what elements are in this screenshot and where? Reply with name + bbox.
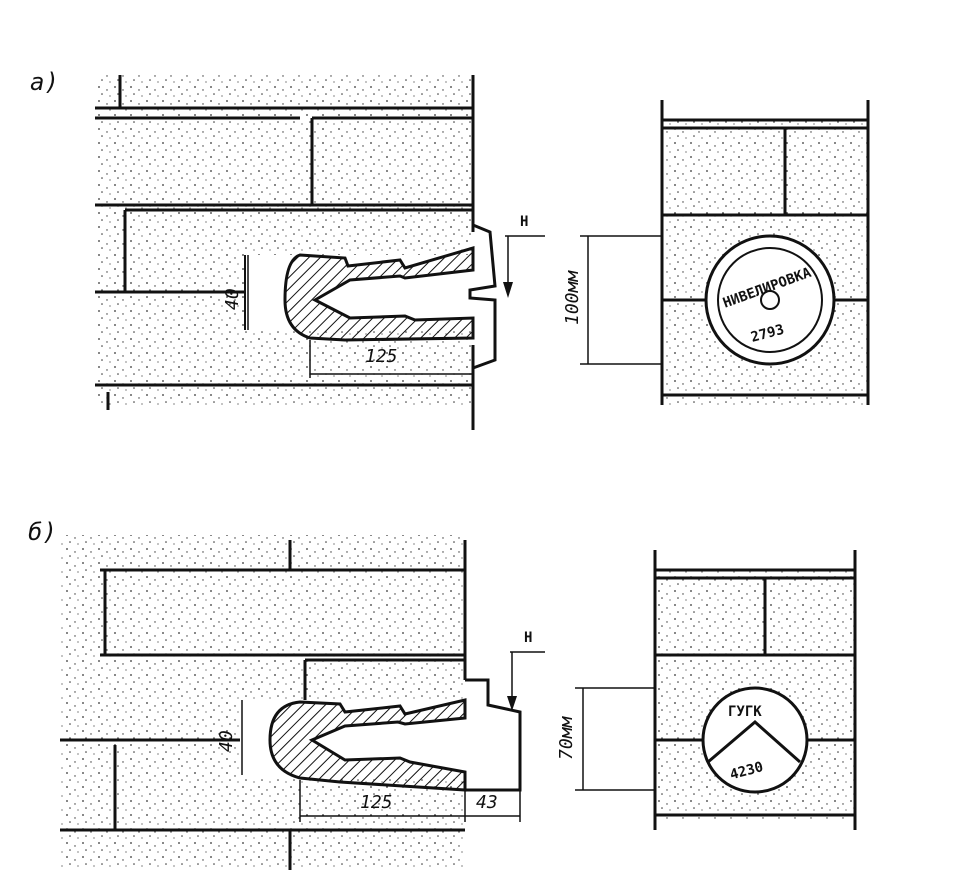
panel-a-face-view: НИВЕЛИРОВКА 2793 100мм	[562, 100, 870, 405]
dim-b-face: 70мм	[556, 715, 577, 760]
panel-b-dimensions: 40 125 43 Н	[216, 630, 545, 822]
dim-b-height: 40	[216, 730, 237, 752]
dim-b-length: 125	[360, 792, 393, 813]
dim-a-length: 125	[365, 346, 398, 367]
panel-b-mark-body	[268, 678, 522, 792]
a-height-marker-label: Н	[520, 214, 528, 230]
panel-a-mark-body	[283, 223, 497, 370]
panel-b-wall-section	[60, 535, 467, 870]
dim-b-offset: 43	[476, 792, 498, 813]
panel-a-dimensions: 40 125 Н	[222, 214, 545, 380]
b-plate-top-text: ГУГК	[728, 704, 762, 720]
wall-masonry-fill	[95, 75, 473, 405]
panel-b-label: б)	[28, 518, 57, 546]
a-plate-center-hole	[760, 290, 780, 310]
panel-a-label: а)	[30, 68, 59, 96]
panel-b-face-view: ГУГК 4230 70мм	[556, 550, 857, 830]
b-benchmark-plate	[701, 686, 809, 794]
panel-a-wall-section	[95, 75, 475, 430]
dim-a-height: 40	[222, 288, 243, 310]
b-height-marker-label: Н	[524, 630, 532, 646]
panel-a: а)	[30, 68, 870, 430]
panel-b: б) 40	[28, 518, 857, 870]
dim-a-face: 100мм	[562, 270, 583, 325]
